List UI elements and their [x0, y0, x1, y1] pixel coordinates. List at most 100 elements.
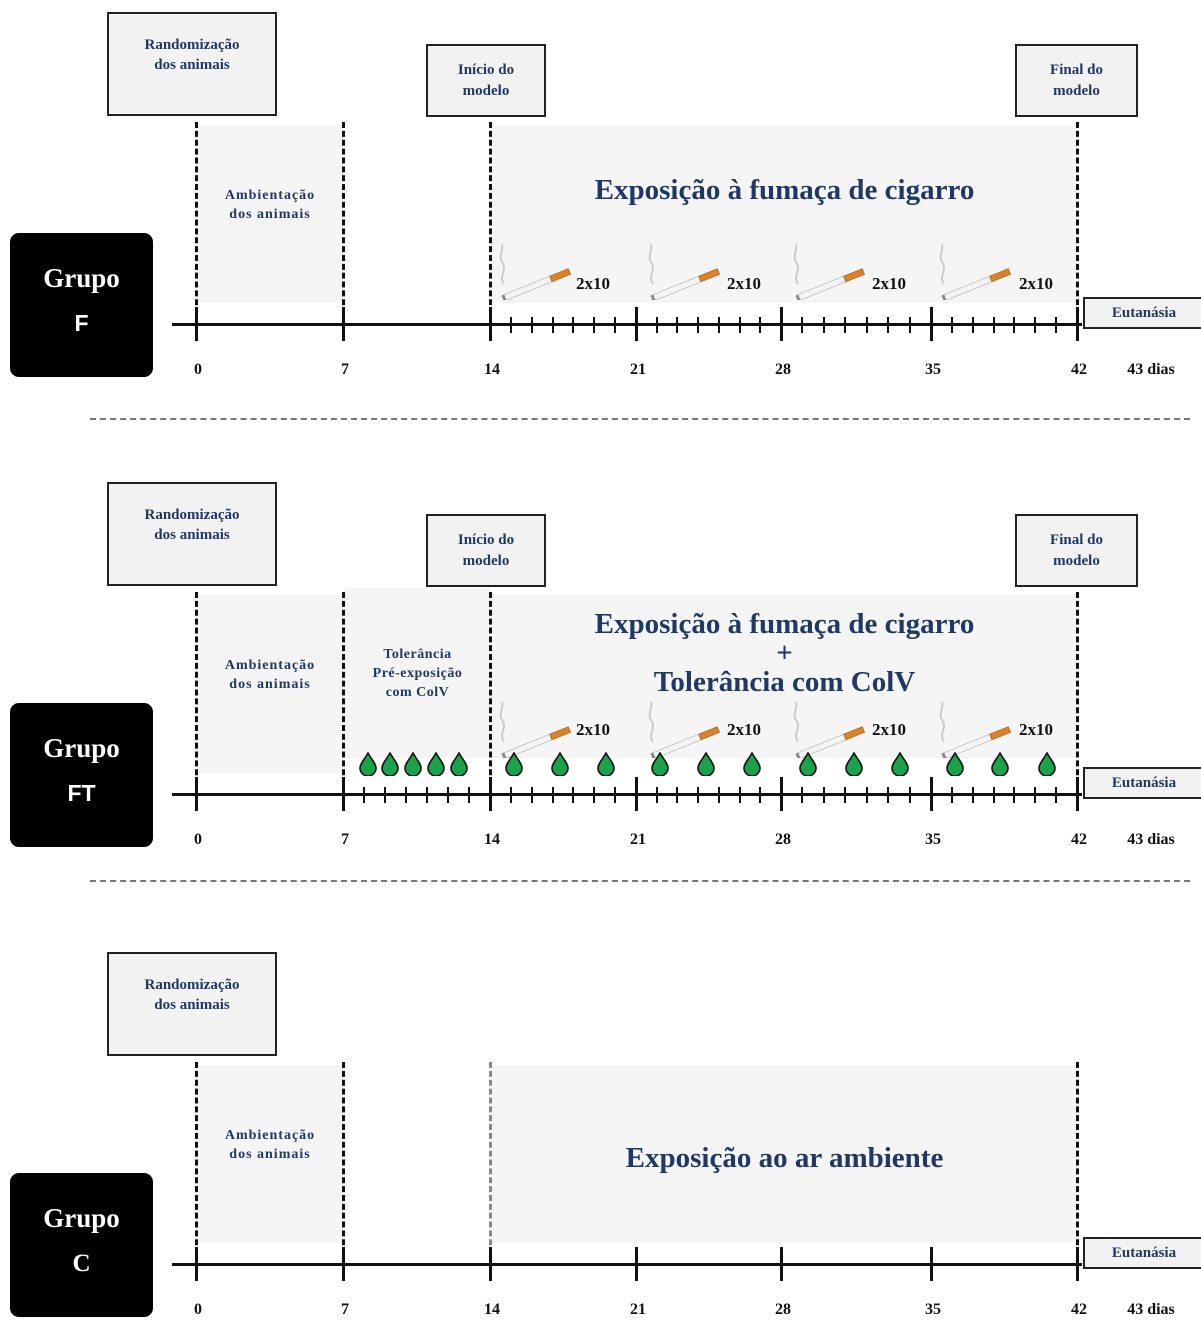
minor-tick [509, 317, 512, 333]
major-tick [635, 1247, 638, 1281]
ambientation-label: Ambientação dos animais [224, 188, 316, 222]
cigarette-icon-svg [648, 243, 721, 302]
minor-tick [844, 787, 847, 803]
minor-tick [971, 787, 974, 803]
model-start-label: Início do modelo [457, 532, 515, 569]
minor-tick [801, 787, 804, 803]
ambientation-label: Ambientação dos animais [224, 658, 316, 692]
minor-tick [697, 317, 700, 333]
tick-label: 14 [484, 831, 500, 848]
cigarette-icon-svg [793, 243, 866, 302]
minor-tick [717, 317, 720, 333]
minor-tick [1013, 317, 1016, 333]
panel-separator [90, 418, 1190, 420]
drop-icon [946, 751, 964, 777]
minor-tick [759, 317, 762, 333]
major-tick [342, 307, 345, 341]
ambientation-shade [196, 1065, 343, 1243]
minor-tick [950, 787, 953, 803]
minor-tick [908, 787, 911, 803]
minor-tick [530, 787, 533, 803]
major-tick [635, 777, 638, 811]
minor-tick [405, 787, 407, 803]
dose-label: 2x10 [1019, 274, 1053, 293]
cigarette-icon [496, 698, 576, 760]
phase-divider [195, 122, 198, 323]
group-panel-ft: Randomização dos animais Início do modelo… [0, 470, 1201, 870]
end-day-label: 43 dias [1127, 831, 1175, 848]
tick-label: 35 [925, 831, 941, 848]
phase-divider [1076, 1062, 1079, 1263]
pre-exposure-label: Tolerância Pré-exposição com ColV [372, 647, 463, 700]
cigarette-icon [645, 698, 725, 760]
minor-tick [738, 787, 741, 803]
minor-tick [887, 787, 890, 803]
drop-icon [505, 751, 523, 777]
major-tick [489, 777, 492, 811]
cigarette-icon [496, 240, 576, 302]
minor-tick [822, 317, 825, 333]
drop-icon [427, 751, 445, 777]
minor-tick [1034, 787, 1037, 803]
tick-label: 21 [630, 361, 646, 378]
major-tick [930, 777, 933, 811]
tick-label: 42 [1071, 831, 1087, 848]
exposure-title: Exposição à fumaça de cigarro [594, 174, 975, 206]
tick-label: 35 [925, 361, 941, 378]
timeline-axis [172, 1263, 1082, 1266]
drop-icon [651, 751, 669, 777]
major-tick [1076, 1247, 1079, 1281]
drop-icon [359, 751, 377, 777]
minor-tick [426, 787, 428, 803]
drop-icon [799, 751, 817, 777]
dose-label: 2x10 [576, 720, 610, 739]
major-tick [195, 1247, 198, 1281]
group-label: Grupo [43, 263, 120, 293]
group-label: Grupo [43, 733, 120, 763]
minor-tick [697, 787, 700, 803]
phase-divider [489, 1062, 492, 1263]
model-end-box: Final do modelo [1015, 514, 1138, 587]
group-code: F [74, 310, 89, 336]
cigarette-icon-svg [939, 243, 1012, 302]
minor-tick [992, 317, 995, 333]
minor-tick [1013, 787, 1016, 803]
exposure-shade [492, 125, 1077, 303]
tick-label: 28 [775, 831, 791, 848]
minor-tick [971, 317, 974, 333]
model-start-box: Início do modelo [426, 514, 546, 587]
minor-tick [676, 787, 679, 803]
phase-divider [342, 122, 345, 323]
minor-tick [655, 787, 658, 803]
major-tick [780, 307, 783, 341]
minor-tick [1055, 317, 1058, 333]
cigarette-icon-svg [648, 701, 721, 760]
major-tick [489, 1247, 492, 1281]
drop-icon [697, 751, 715, 777]
group-code: FT [67, 780, 96, 806]
cigarette-icon [645, 240, 725, 302]
panel-separator [90, 880, 1190, 882]
minor-tick [844, 317, 847, 333]
randomization-box: Randomização dos animais [107, 482, 277, 586]
drop-icon [381, 751, 399, 777]
model-end-box: Final do modelo [1015, 44, 1138, 117]
minor-tick [1034, 317, 1037, 333]
randomization-label: Randomização dos animais [144, 976, 240, 1013]
dose-label: 2x10 [872, 720, 906, 739]
exposure-shade [492, 595, 1077, 758]
major-tick [780, 1247, 783, 1281]
exposure-shade [492, 1065, 1077, 1243]
minor-tick [950, 317, 953, 333]
randomization-label: Randomização dos animais [144, 36, 240, 73]
group-code: C [72, 1250, 91, 1277]
timeline-axis [172, 793, 1082, 796]
drop-icon [991, 751, 1009, 777]
minor-tick [759, 787, 762, 803]
minor-tick [655, 317, 658, 333]
minor-tick [738, 317, 741, 333]
tick-label: 7 [341, 831, 349, 848]
drop-icon [551, 751, 569, 777]
phase-divider [195, 592, 198, 793]
